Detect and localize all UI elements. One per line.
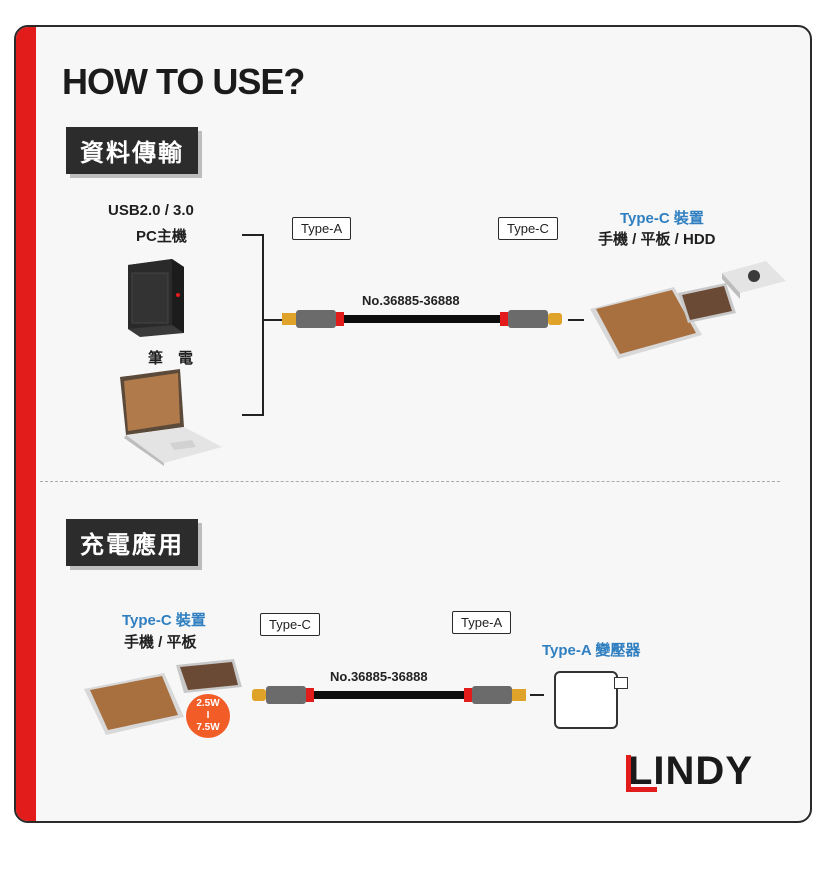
adapter-label: Type-A 變壓器	[542, 642, 641, 659]
usb-c-to-a-cable-icon	[252, 686, 526, 704]
tag-type-c-2: Type-C	[260, 613, 320, 636]
power-badge-max: 7.5W	[196, 722, 220, 733]
dest-type-c-device: Type-C 裝置	[620, 210, 704, 227]
usb-a-to-c-cable-icon	[282, 310, 562, 328]
section-label-charging: 充電應用	[66, 519, 198, 566]
tag-type-c: Type-C	[498, 217, 558, 240]
source-laptop-label: 筆 電	[148, 350, 194, 367]
lindy-logo: LINDY	[626, 749, 753, 794]
tag-type-a-2: Type-A	[452, 611, 512, 634]
section-label-data-transfer: 資料傳輸	[66, 127, 198, 174]
section-divider	[40, 481, 780, 482]
red-side-bar	[16, 27, 36, 821]
pc-tower-icon	[128, 259, 184, 337]
charging-tablet-phone-icon	[84, 659, 242, 735]
lindy-logo-mark	[626, 755, 657, 792]
adapter-plug-icon	[614, 677, 628, 689]
connector-line-right	[568, 319, 584, 321]
dest-device-list: 手機 / 平板 / HDD	[598, 231, 716, 248]
tag-type-a: Type-A	[292, 217, 352, 240]
laptop-icon	[120, 369, 222, 466]
tablet-phone-hdd-icon	[590, 261, 786, 359]
charging-source-device: Type-C 裝置	[122, 612, 206, 629]
connector-line-adapter	[530, 694, 544, 696]
cable-model-number-2: No.36885-36888	[330, 669, 428, 684]
cable-model-number: No.36885-36888	[362, 293, 460, 308]
source-bracket	[242, 234, 264, 416]
power-badge: 2.5W I 7.5W	[186, 694, 230, 738]
page-title: HOW TO USE?	[62, 61, 305, 102]
brand-text: LINDY	[628, 749, 753, 793]
wall-adapter-icon	[554, 671, 618, 729]
connector-line-left	[264, 319, 282, 321]
charging-source-list: 手機 / 平板	[124, 634, 197, 651]
source-usb-version: USB2.0 / 3.0	[108, 202, 194, 219]
usage-card: HOW TO USE? 資料傳輸 USB2.0 / 3.0 PC主機 筆 電 T…	[14, 25, 812, 823]
power-badge-sep: I	[206, 710, 210, 721]
power-badge-min: 2.5W	[196, 698, 220, 709]
source-pc-label: PC主機	[136, 228, 187, 245]
